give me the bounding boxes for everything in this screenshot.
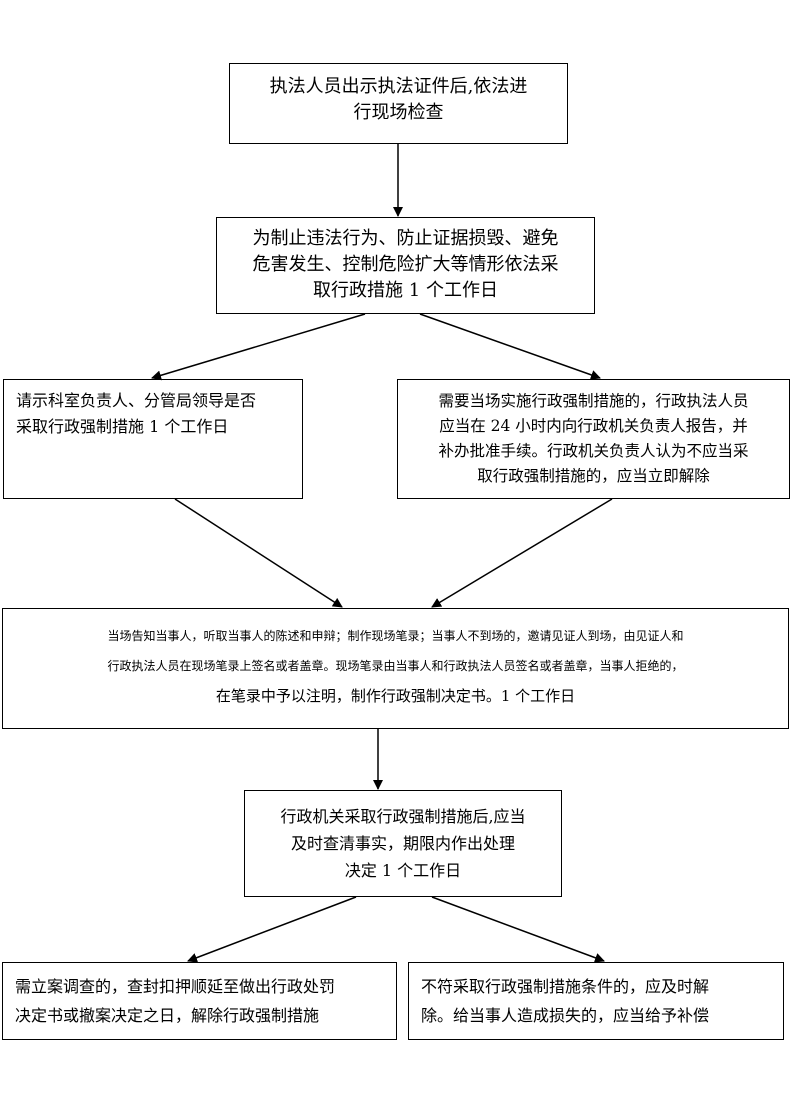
step-decision-line-2: 及时查清事实，期限内作出处理 — [290, 834, 515, 853]
step-measures-line-3: 取行政措施 1 个工作日 — [313, 280, 498, 301]
step-onsite-line-4: 取行政强制措施的，应当立即解除 — [477, 467, 710, 485]
step-release-line-1: 不符采取行政强制措施条件的，应及时解 — [421, 977, 710, 996]
arrow-measures-to-approval — [151, 313, 366, 381]
step-inspect-line-1: 执法人员出示执法证件后,依法进 — [269, 76, 528, 97]
step-decision-line-1: 行政机关采取行政强制措施后,应当 — [280, 807, 526, 826]
arrow-decision-to-extend — [187, 896, 357, 963]
step-measures-box: 为制止违法行为、防止证据损毁、避免 危害发生、控制危险扩大等情形依法采 取行政措… — [216, 217, 595, 314]
step-inspect-box: 执法人员出示执法证件后,依法进 行现场检查 — [229, 63, 568, 144]
step-onsite-line-1: 需要当场实施行政强制措施的，行政执法人员 — [438, 392, 749, 410]
step-approval-box: 请示科室负责人、分管局领导是否 采取行政强制措施 1 个工作日 — [3, 379, 303, 499]
step-measures-line-2: 危害发生、控制危险扩大等情形依法采 — [252, 254, 559, 275]
step-extend-line-2: 决定书或撤案决定之日，解除行政强制措施 — [15, 1006, 320, 1025]
arrow-decision-to-release — [431, 896, 605, 963]
arrow-measures-to-onsite — [419, 313, 601, 380]
step-extend-box: 需立案调查的，查封扣押顺延至做出行政处罚 决定书或撤案决定之日，解除行政强制措施 — [2, 962, 397, 1040]
step-notify-line-2: 行政执法人员在现场笔录上签名或者盖章。现场笔录由当事人和行政执法人员签名或者盖章… — [107, 659, 684, 673]
step-extend-line-1: 需立案调查的，查封扣押顺延至做出行政处罚 — [15, 977, 336, 996]
step-onsite-box: 需要当场实施行政强制措施的，行政执法人员 应当在 24 小时内向行政机关负责人报… — [397, 379, 790, 499]
step-approval-line-1: 请示科室负责人、分管局领导是否 — [16, 391, 257, 410]
step-inspect-line-2: 行现场检查 — [353, 102, 444, 123]
step-notify-box: 当场告知当事人，听取当事人的陈述和申辩；制作现场笔录；当事人不到场的，邀请见证人… — [2, 608, 789, 729]
step-notify-line-1: 当场告知当事人，听取当事人的陈述和申辩；制作现场笔录；当事人不到场的，邀请见证人… — [107, 629, 684, 643]
step-decision-line-3: 决定 1 个工作日 — [344, 861, 462, 880]
step-release-line-2: 除。给当事人造成损失的，应当给予补偿 — [421, 1006, 710, 1025]
arrow-approval-to-notify — [174, 498, 343, 608]
step-measures-line-1: 为制止违法行为、防止证据损毁、避免 — [252, 228, 559, 249]
step-release-box: 不符采取行政强制措施条件的，应及时解 除。给当事人造成损失的，应当给予补偿 — [408, 962, 784, 1040]
arrow-onsite-to-notify — [431, 498, 613, 608]
step-onsite-line-3: 补办批准手续。行政机关负责人认为不应当采 — [438, 442, 749, 460]
step-onsite-line-2: 应当在 24 小时内向行政机关负责人报告，并 — [439, 417, 748, 435]
step-decision-box: 行政机关采取行政强制措施后,应当 及时查清事实，期限内作出处理 决定 1 个工作… — [244, 790, 562, 897]
step-notify-line-3: 在笔录中予以注明，制作行政强制决定书。1 个工作日 — [215, 687, 576, 705]
step-approval-line-2: 采取行政强制措施 1 个工作日 — [16, 417, 229, 436]
